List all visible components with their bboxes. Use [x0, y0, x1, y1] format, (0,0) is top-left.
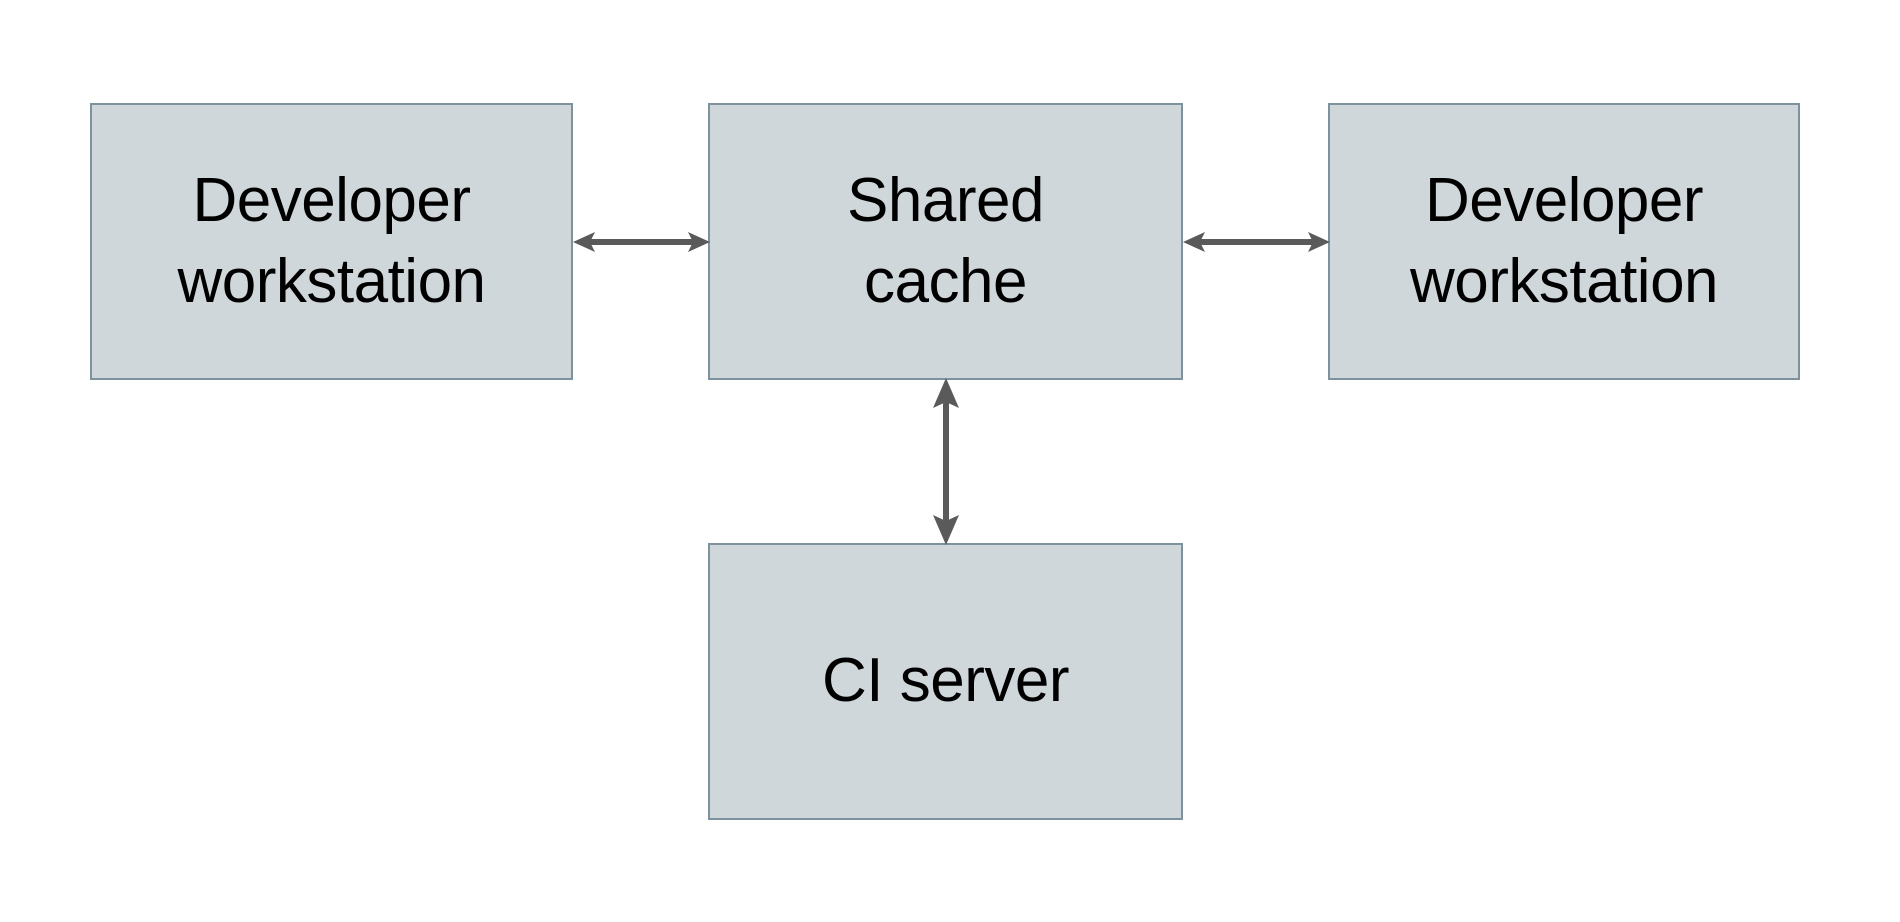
edge-shared-cache-to-developer-right[interactable] — [1183, 211, 1330, 273]
node-label: Developer workstation — [177, 165, 486, 316]
edge-shared-cache-to-ci-server[interactable] — [915, 378, 977, 545]
node-developer-workstation-left[interactable]: Developer workstation — [90, 103, 573, 380]
node-label: Developer workstation — [1409, 165, 1719, 316]
double-arrow-vertical-icon — [933, 378, 959, 545]
node-ci-server[interactable]: CI server — [708, 543, 1183, 820]
edge-developer-left-to-shared-cache[interactable] — [573, 211, 710, 273]
double-arrow-horizontal-icon — [573, 232, 710, 252]
node-shared-cache[interactable]: Shared cache — [708, 103, 1183, 380]
double-arrow-horizontal-icon — [1183, 232, 1330, 252]
node-developer-workstation-right[interactable]: Developer workstation — [1328, 103, 1800, 380]
node-label: CI server — [822, 646, 1069, 716]
node-label: Shared cache — [847, 165, 1044, 316]
